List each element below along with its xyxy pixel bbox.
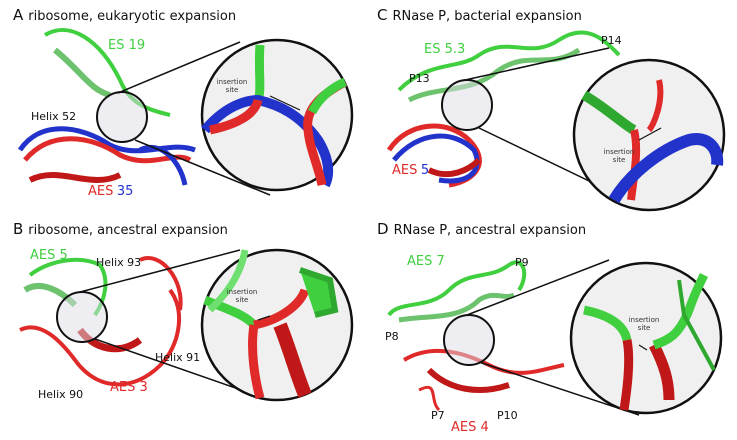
panel-letter: B [13, 220, 24, 238]
label-p13: P13 [409, 72, 430, 85]
label-aes35: AES 35 [88, 184, 134, 199]
rna-structure-c [386, 30, 726, 212]
panel-title-text: ribosome, eukaryotic expansion [28, 9, 237, 24]
label-aes3: AES 3 [110, 380, 148, 395]
label-helix93: Helix 93 [96, 256, 142, 269]
rna-structure-b [19, 248, 354, 402]
rna-structure-a [17, 28, 354, 196]
label-aes7: AES 7 [407, 254, 445, 269]
label-helix91: Helix 91 [155, 351, 201, 364]
label-es5-3: ES 5.3 [424, 42, 466, 57]
label-p7: P7 [431, 409, 445, 422]
panel-letter: A [13, 6, 24, 24]
rna-structure-d [387, 259, 723, 416]
panel-title-text: RNase P, bacterial expansion [392, 9, 582, 24]
label-es19: ES 19 [108, 38, 146, 53]
panel-title-text: RNase P, ancestral expansion [393, 223, 587, 238]
panel-c: C RNase P, bacterial expansion ES 5.3 P13… [369, 0, 737, 220]
panel-letter: D [377, 220, 389, 238]
label-p8: P8 [385, 330, 399, 343]
label-aes5: AES 5 [30, 248, 68, 263]
label-p9: P9 [515, 256, 529, 269]
label-aes4: AES 4 [451, 420, 489, 435]
label-helix52: Helix 52 [31, 110, 77, 123]
panel-letter: C [377, 6, 388, 24]
panel-d: D RNase P, ancestral expansion AES 7 P9 P… [369, 220, 737, 440]
label-p10: P10 [497, 409, 518, 422]
label-aes5: AES 5 [392, 163, 430, 178]
panel-d-title: D RNase P, ancestral expansion [377, 220, 586, 238]
panel-c-title: C RNase P, bacterial expansion [377, 6, 582, 24]
label-helix90: Helix 90 [38, 388, 84, 401]
panel-title-text: ribosome, ancestral expansion [28, 223, 228, 238]
label-p14: P14 [601, 34, 622, 47]
